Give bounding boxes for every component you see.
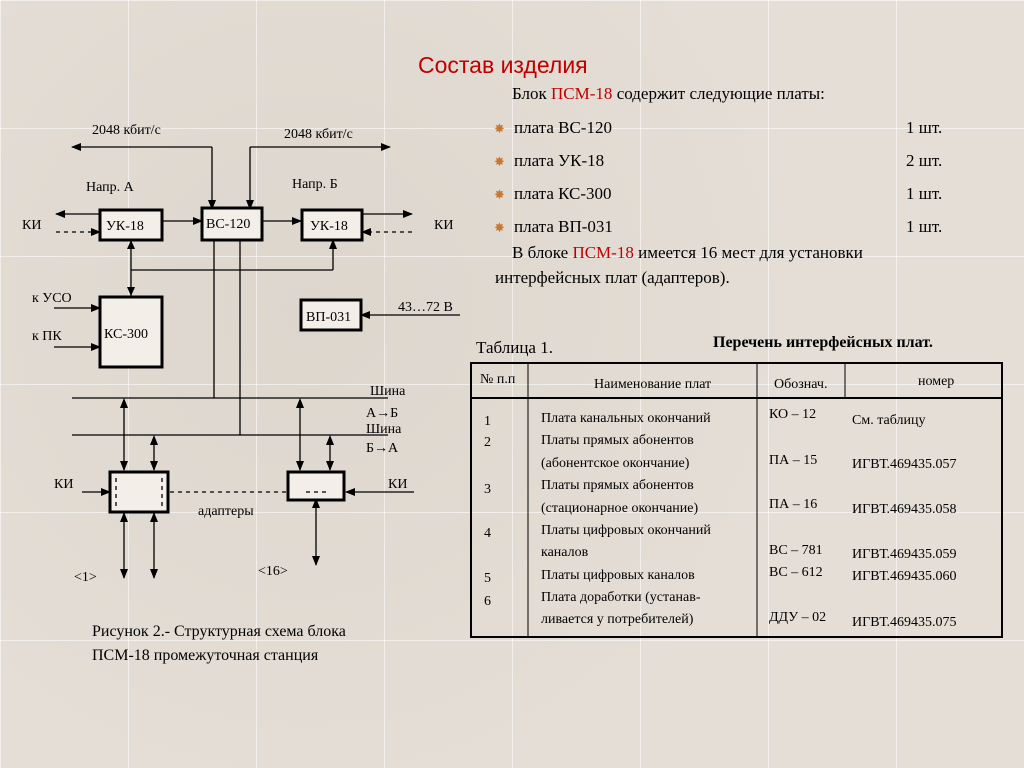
table-label: Таблица 1. bbox=[476, 338, 553, 357]
note-prefix: В блоке bbox=[512, 243, 573, 262]
vp031-block bbox=[299, 298, 363, 332]
note-suffix: имеется 16 мест для установки bbox=[633, 243, 863, 262]
row-num: 2 bbox=[484, 435, 491, 450]
slots-note-line2: интерфейсных плат (адаптеров). bbox=[495, 268, 730, 287]
row-name: Платы прямых абонентов bbox=[541, 478, 694, 493]
board-qty: 1 шт. bbox=[906, 184, 943, 203]
row-name: каналов bbox=[541, 545, 589, 560]
row-name: (стационарное окончание) bbox=[541, 501, 699, 516]
uk18-right-label: УК-18 bbox=[310, 219, 348, 234]
ks300-block bbox=[98, 295, 164, 369]
vs120-block bbox=[200, 206, 264, 242]
structure-diagram: 2048 кбит/с 2048 кбит/с Напр. А Напр. Б … bbox=[22, 123, 460, 585]
figure-caption: Рисунок 2.- Структурная схема блока ПСМ-… bbox=[92, 623, 346, 664]
ki-left-label: КИ bbox=[22, 218, 41, 233]
star-bullet-icon: ✸ bbox=[494, 154, 505, 169]
row-name: Плата доработки (устанав- bbox=[541, 590, 701, 605]
header-num: № п.п bbox=[480, 372, 516, 387]
row-name: (абонентское окончание) bbox=[541, 456, 690, 471]
row-code: ДДУ – 02 bbox=[769, 610, 827, 625]
row-code: КО – 12 bbox=[769, 407, 817, 422]
uk18-left-label: УК-18 bbox=[106, 219, 144, 234]
board-label: плата ВП-031 bbox=[514, 217, 613, 236]
bus-ba-label: Шина bbox=[366, 422, 402, 437]
row-code: ВС – 612 bbox=[769, 565, 823, 580]
star-bullet-icon: ✸ bbox=[494, 121, 505, 136]
row-code: ПА – 15 bbox=[769, 453, 818, 468]
row-number: ИГВТ.469435.075 bbox=[852, 615, 957, 630]
board-item: ✸ плата ВС-120 bbox=[494, 118, 612, 138]
board-qty: 2 шт. bbox=[906, 151, 943, 170]
header-number: номер bbox=[918, 374, 955, 389]
board-item: ✸ плата УК-18 bbox=[494, 151, 604, 171]
row-number: ИГВТ.469435.057 bbox=[852, 457, 957, 472]
slots-note: В блоке ПСМ-18 имеется 16 мест для устан… bbox=[512, 243, 863, 263]
rate-right-label: 2048 кбит/с bbox=[284, 127, 353, 142]
board-label: плата ВС-120 bbox=[514, 118, 612, 137]
star-bullet-icon: ✸ bbox=[494, 187, 505, 202]
rate-left-label: 2048 кбит/с bbox=[92, 123, 161, 138]
board-label: плата УК-18 bbox=[514, 151, 605, 170]
bus-ba-dir: Б→А bbox=[366, 441, 399, 456]
intro-text: Блок ПСМ-18 содержит следующие платы: bbox=[512, 84, 825, 104]
dir-a-label: Напр. А bbox=[86, 180, 135, 195]
row-num: 5 bbox=[484, 571, 491, 586]
voltage-label: 43…72 В bbox=[398, 300, 453, 315]
ki-right-label: КИ bbox=[434, 218, 453, 233]
row-code: ВС – 781 bbox=[769, 543, 823, 558]
vp031-label: ВП-031 bbox=[306, 310, 351, 325]
board-qty: 1 шт. bbox=[906, 118, 943, 137]
ks300-label: КС-300 bbox=[104, 327, 148, 342]
slot-16-label: <16> bbox=[258, 564, 288, 579]
board-item: ✸ плата ВП-031 bbox=[494, 217, 613, 237]
uk18-right-block bbox=[300, 208, 364, 242]
bus-ab-dir: А→Б bbox=[366, 406, 398, 421]
row-name: Платы цифровых каналов bbox=[541, 568, 695, 583]
row-name: Плата канальных окончаний bbox=[541, 411, 711, 426]
row-number: ИГВТ.469435.060 bbox=[852, 569, 957, 584]
board-label: плата КС-300 bbox=[514, 184, 612, 203]
row-number: ИГВТ.469435.059 bbox=[852, 547, 957, 562]
ki-adapter-right-label: КИ bbox=[388, 477, 407, 492]
row-num: 6 bbox=[484, 594, 491, 609]
bus-ab-label: Шина bbox=[370, 384, 406, 399]
row-num: 1 bbox=[484, 414, 491, 429]
page-title: Состав изделия bbox=[418, 52, 588, 78]
row-num: 3 bbox=[484, 482, 491, 497]
adapter-16-block bbox=[286, 470, 346, 502]
row-name: Платы цифровых окончаний bbox=[541, 523, 711, 538]
header-code: Обознач. bbox=[774, 377, 828, 392]
vs120-label: ВС-120 bbox=[206, 217, 250, 232]
intro-prefix: Блок bbox=[512, 84, 552, 103]
board-qty: 1 шт. bbox=[906, 217, 943, 236]
note-block-name: ПСМ-18 bbox=[572, 243, 634, 262]
adapters-label: адаптеры bbox=[198, 504, 254, 519]
slot-1-label: <1> bbox=[74, 570, 97, 585]
star-bullet-icon: ✸ bbox=[494, 220, 505, 235]
table-title: Перечень интерфейсных плат. bbox=[713, 334, 933, 351]
row-code: ПА – 16 bbox=[769, 497, 818, 512]
row-num: 4 bbox=[484, 526, 491, 541]
intro-block-name: ПСМ-18 bbox=[551, 84, 613, 103]
interface-boards-table bbox=[470, 362, 1003, 638]
header-name: Наименование плат bbox=[594, 377, 712, 392]
intro-suffix: содержит следующие платы: bbox=[612, 84, 825, 103]
row-number: ИГВТ.469435.058 bbox=[852, 502, 957, 517]
row-number: См. таблицу bbox=[852, 413, 926, 428]
ki-adapter-left-label: КИ bbox=[54, 477, 73, 492]
row-name: Платы прямых абонентов bbox=[541, 433, 694, 448]
uk18-left-block bbox=[98, 208, 164, 242]
row-name: ливается у потребителей) bbox=[541, 612, 694, 627]
dir-b-label: Напр. Б bbox=[292, 177, 338, 192]
board-item: ✸ плата КС-300 bbox=[494, 184, 612, 204]
adapter-1-block bbox=[108, 470, 170, 514]
k-pk-label: к ПК bbox=[32, 329, 62, 344]
k-uso-label: к УСО bbox=[32, 291, 72, 306]
